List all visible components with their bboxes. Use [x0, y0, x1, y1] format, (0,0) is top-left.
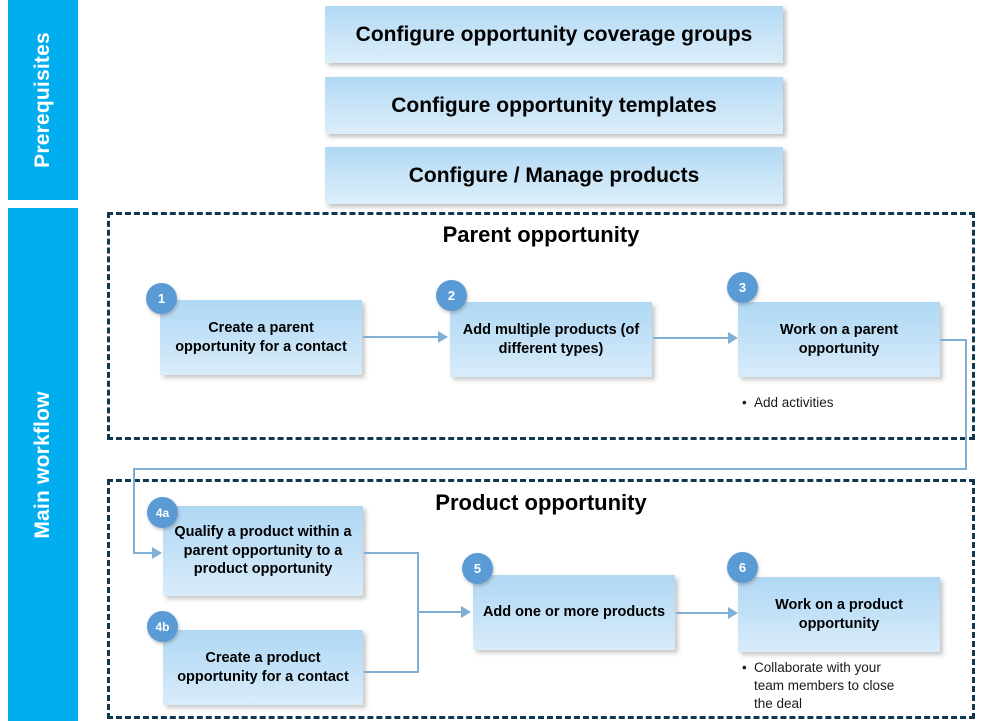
step-box-5[interactable]: Add one or more products [473, 575, 675, 650]
prereq-box-products-label: Configure / Manage products [408, 163, 700, 187]
note-collaborate-text: Collaborate with your team members to cl… [754, 660, 895, 712]
connector-5-to-6-arrowhead [728, 607, 738, 619]
step-box-4a-label: Qualify a product within a parent opport… [174, 524, 352, 578]
step-badge-4b: 4b [147, 611, 178, 642]
step-box-1-label: Create a parent opportunity for a contac… [175, 319, 347, 355]
step-badge-1-number: 1 [157, 291, 166, 306]
connector-junction-to-5 [417, 611, 462, 613]
step-box-6[interactable]: Work on a product opportunity [738, 577, 940, 652]
prereq-box-products[interactable]: Configure / Manage products [325, 147, 783, 204]
connector-4a-to-junction [364, 552, 418, 554]
step-badge-1: 1 [146, 283, 177, 314]
prereq-box-templates-label: Configure opportunity templates [391, 93, 717, 117]
step-box-4b[interactable]: Create a product opportunity for a conta… [163, 630, 363, 705]
group-product-opportunity [107, 479, 975, 719]
prereq-box-templates[interactable]: Configure opportunity templates [325, 77, 783, 134]
group-parent-opportunity-title-text: Parent opportunity [442, 222, 640, 247]
group-parent-opportunity-title: Parent opportunity [107, 222, 975, 248]
step-badge-6: 6 [727, 552, 758, 583]
band-prerequisites-label: Prerequisites [31, 32, 54, 168]
note-add-activities: • Add activities [742, 394, 962, 412]
connector-3-to-4a-seg-in [133, 552, 155, 554]
step-box-2[interactable]: Add multiple products (of different type… [450, 302, 652, 377]
step-badge-3: 3 [727, 272, 758, 303]
connector-2-to-3 [653, 337, 730, 339]
step-badge-3-number: 3 [738, 280, 747, 295]
group-product-opportunity-title-text: Product opportunity [435, 490, 647, 515]
connector-3-to-4a-seg-left [133, 468, 967, 470]
prereq-box-coverage-groups[interactable]: Configure opportunity coverage groups [325, 6, 783, 63]
connector-3-to-4a-seg-down [965, 339, 967, 470]
prereq-box-coverage-groups-label: Configure opportunity coverage groups [355, 22, 753, 46]
connector-2-to-3-arrowhead [728, 332, 738, 344]
step-badge-6-number: 6 [738, 560, 747, 575]
step-box-4a[interactable]: Qualify a product within a parent opport… [163, 506, 363, 596]
step-badge-4a-number: 4a [155, 505, 170, 520]
connector-3-to-4a-seg-right [940, 339, 967, 341]
note-add-activities-text: Add activities [754, 395, 834, 410]
bullet-icon: • [742, 660, 747, 675]
connector-5-to-6 [676, 612, 730, 614]
connector-junction-to-5-arrowhead [461, 606, 471, 618]
group-parent-opportunity [107, 212, 975, 440]
connector-3-to-4a-arrowhead [152, 547, 162, 559]
connector-3-to-4a-seg-down2 [133, 468, 135, 553]
step-badge-5: 5 [462, 553, 493, 584]
step-badge-2: 2 [436, 280, 467, 311]
step-box-6-label: Work on a product opportunity [775, 596, 903, 632]
note-collaborate: • Collaborate with your team members to c… [742, 659, 927, 714]
connector-1-to-2 [363, 336, 439, 338]
step-badge-4b-number: 4b [155, 619, 170, 634]
step-box-2-label: Add multiple products (of different type… [462, 321, 640, 357]
group-product-opportunity-title: Product opportunity [107, 490, 975, 516]
bullet-icon: • [742, 395, 747, 410]
step-box-4b-label: Create a product opportunity for a conta… [177, 649, 349, 685]
step-box-3-label: Work on a parent opportunity [779, 321, 899, 357]
band-main-workflow-label: Main workflow [31, 390, 54, 539]
connector-4b-to-junction [364, 671, 418, 673]
step-box-1[interactable]: Create a parent opportunity for a contac… [160, 300, 362, 375]
step-badge-4a: 4a [147, 497, 178, 528]
band-main-workflow: Main workflow [8, 208, 78, 721]
step-badge-5-number: 5 [473, 561, 482, 576]
band-prerequisites: Prerequisites [8, 0, 78, 200]
step-badge-2-number: 2 [447, 288, 456, 303]
step-box-5-label: Add one or more products [482, 604, 666, 621]
step-box-3[interactable]: Work on a parent opportunity [738, 302, 940, 377]
connector-1-to-2-arrowhead [438, 331, 448, 343]
